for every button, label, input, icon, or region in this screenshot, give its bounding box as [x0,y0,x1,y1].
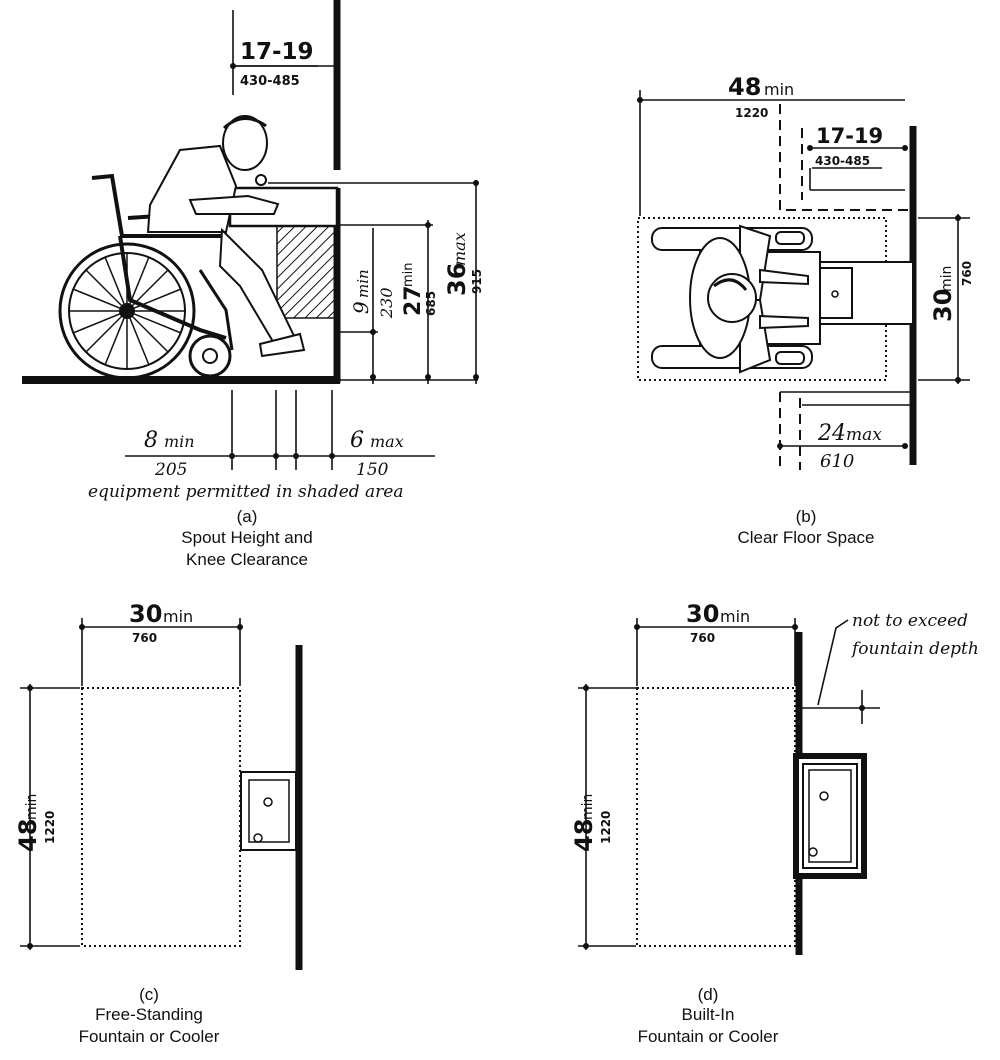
a-dim-27: 27 [401,285,426,316]
a-dim-8-unit: min [164,432,195,451]
d-dim-48-unit: min [580,794,596,820]
a-dim-36: 36 [443,263,471,296]
c-dim-48-unit: min [24,794,40,820]
a-dim-9: 9 [349,301,373,314]
c-caption-2: Fountain or Cooler [79,1027,220,1046]
d-note-2: fountain depth [850,639,979,659]
c-dim-30: 30 [129,600,162,628]
a-dim-top: 17-19 [240,39,314,65]
c-dim-30-mm: 760 [132,631,157,645]
shaded-area [276,225,336,319]
d-note-1: not to exceed [852,611,968,631]
wheelchair-user-top [651,224,821,374]
a-dim-6: 6 [350,428,364,453]
a-note: equipment permitted in shaded area [88,482,404,502]
a-dim-9-mm: 230 [377,287,396,319]
d-clear-floor-space [636,687,796,947]
b-dim-30-unit: min [939,266,955,292]
d-dim-30: 30 [686,600,719,628]
c-clear-floor-space [81,687,241,947]
a-dim-27-unit: min [401,262,416,287]
a-caption-2: Knee Clearance [186,550,308,569]
b-dim-30: 30 [929,289,957,322]
a-dim-36-mm: 915 [470,269,484,294]
panel-c: 30 min 760 48 min 1220 (c) Free-Standing… [14,600,303,1046]
b-dim-24: 24 [817,421,846,446]
b-caption-1: Clear Floor Space [737,528,874,547]
d-dim-48: 48 [570,819,598,852]
a-dim-8-mm: 205 [154,460,187,480]
d-caption-1: Built-In [682,1005,735,1024]
c-caption-1: Free-Standing [95,1005,203,1024]
a-dim-9-unit: min [354,269,372,298]
b-dim-30-mm: 760 [960,261,974,286]
panel-b: 48 min 1220 17-19 430-485 30 min 760 [637,73,974,547]
b-dim-48-mm: 1220 [735,106,768,120]
a-dim-6-mm: 150 [356,460,389,480]
d-dim-48-mm: 1220 [599,811,613,844]
a-dim-6-unit: max [370,432,404,451]
d-dim-30-mm: 760 [690,631,715,645]
a-caption-1: Spout Height and [181,528,312,547]
a-letter: (a) [237,507,258,526]
c-dim-48-mm: 1220 [43,811,57,844]
c-dim-30-unit: min [163,607,193,626]
panel-d: 30 min 760 not to exceed fountain depth … [570,600,979,1046]
b-dim-24-unit: max [846,425,882,445]
d-dim-30-unit: min [720,607,750,626]
a-dim-27-mm: 685 [424,291,438,316]
panel-a: 17-19 430-485 9 min 230 27 min 685 36 ma… [22,0,484,569]
d-caption-2: Fountain or Cooler [638,1027,779,1046]
b-dim-48: 48 [728,73,761,101]
c-letter: (c) [139,985,159,1004]
c-dim-48: 48 [14,819,42,852]
b-dim-24-mm: 610 [820,451,854,472]
a-dim-top-mm: 430-485 [240,74,300,89]
a-dim-36-unit: max [450,232,469,266]
b-letter: (b) [796,507,817,526]
b-dim-17-mm: 430-485 [815,154,870,168]
wheelchair-user-side [58,115,306,380]
d-letter: (d) [698,985,719,1004]
b-dim-48-unit: min [764,80,794,99]
a-dim-8: 8 [144,428,158,453]
b-dim-17: 17-19 [816,124,883,148]
